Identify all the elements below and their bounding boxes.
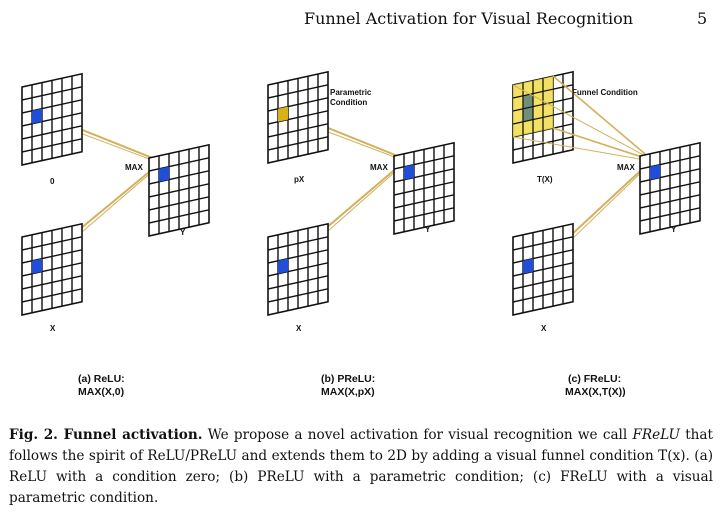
running-title: Funnel Activation for Visual Recognition — [304, 9, 634, 28]
max-label: MAX — [370, 163, 388, 172]
condition-grid-label: T(X) — [537, 175, 553, 184]
caption-math-tx: T(x) — [658, 448, 686, 464]
output-grid — [393, 141, 455, 235]
funnel-ray — [552, 127, 652, 161]
condition-title-line1: Parametric — [330, 88, 372, 97]
highlight-cell — [32, 258, 42, 274]
subfigure-caption-formula: MAX(X,0) — [78, 386, 124, 398]
funnel-ray — [512, 136, 652, 162]
output-grid-label: Y — [180, 228, 186, 237]
caption-text: . (a) ReLU with a condition zero; (b) PR… — [9, 448, 714, 506]
figure-caption: Fig. 2. Funnel activation. We propose a … — [9, 425, 713, 509]
funnel-ray — [552, 75, 652, 160]
panel-c: T(X) Funnel Condition X MAX Y (c) FReLU:… — [512, 70, 701, 398]
caption-math-frelu: FReLU — [632, 427, 680, 443]
max-label: MAX — [617, 163, 635, 172]
caption-text: that follows the spirit of ReLU/PReLU an… — [9, 427, 713, 464]
figure-label: Fig. 2. Funnel activation. — [9, 427, 203, 443]
condition-title-line2: Condition — [330, 98, 367, 107]
input-grid-label: X — [296, 324, 302, 333]
param-cell — [278, 106, 288, 122]
output-grid — [148, 143, 210, 237]
output-grid — [639, 141, 701, 235]
caption-text: We propose a novel activation for visual… — [202, 427, 633, 443]
condition-grid-label: 0 — [50, 177, 55, 186]
condition-grid — [21, 72, 83, 166]
input-grid-label: X — [50, 324, 56, 333]
highlight-cell — [650, 164, 660, 180]
subfigure-caption-formula: MAX(X,T(X)) — [565, 386, 626, 398]
output-grid-label: Y — [671, 225, 677, 234]
highlight-cell — [404, 164, 414, 180]
highlight-cell — [159, 166, 169, 182]
subfigure-caption-formula: MAX(X,pX) — [321, 386, 375, 398]
funnel-ray — [512, 84, 652, 160]
panel-b: pX Parametric Condition X MAX Y (b) PReL… — [267, 70, 455, 398]
subfigure-caption-title: (c) FReLU: — [568, 373, 621, 385]
input-grid-label: X — [541, 324, 547, 333]
output-grid-label: Y — [425, 225, 431, 234]
page-number: 5 — [697, 9, 708, 28]
condition-title: Funnel Condition — [572, 88, 638, 97]
input-grid — [267, 222, 329, 316]
highlight-cell — [523, 258, 533, 274]
input-grid — [512, 222, 574, 316]
subfigure-caption-title: (b) PReLU: — [321, 373, 375, 385]
input-grid — [21, 222, 83, 316]
panel-a: 0 X MAX Y (a) ReLU: MAX(X,0) — [21, 72, 210, 398]
funnel-activation-figure: 0 X MAX Y (a) ReLU: MAX(X,0) — [21, 70, 701, 398]
condition-grid-label: pX — [294, 175, 305, 184]
highlight-cell — [278, 258, 288, 274]
max-label: MAX — [125, 163, 143, 172]
condition-grid — [267, 70, 329, 164]
condition-grid — [512, 70, 574, 164]
subfigure-caption-title: (a) ReLU: — [78, 373, 125, 385]
highlight-cell — [32, 108, 42, 124]
